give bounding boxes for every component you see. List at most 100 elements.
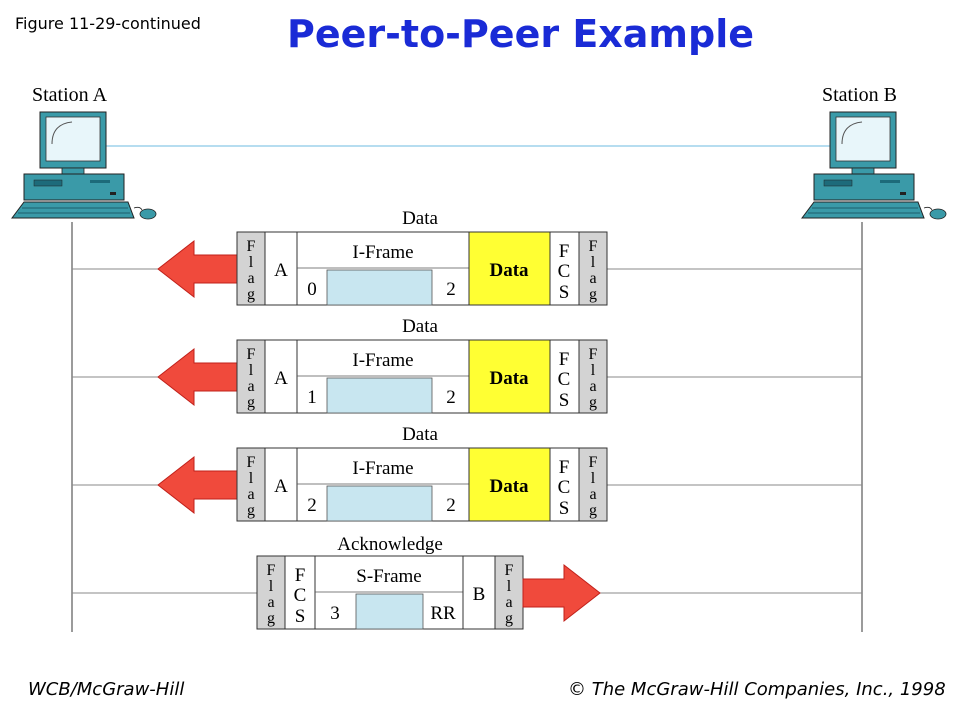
arrow-left-icon <box>157 347 239 407</box>
svg-text:1: 1 <box>307 387 317 408</box>
svg-text:Data: Data <box>489 368 529 389</box>
page-title: Peer-to-Peer Example <box>287 12 755 56</box>
svg-text:2: 2 <box>446 279 456 300</box>
svg-text:l: l <box>249 362 254 379</box>
svg-text:a: a <box>247 378 254 395</box>
fcs-field <box>549 447 580 522</box>
flag-field <box>494 555 524 630</box>
frame-caption: Data <box>402 424 438 445</box>
svg-text:g: g <box>267 610 275 627</box>
svg-text:F: F <box>267 562 276 579</box>
svg-text:F: F <box>589 454 598 471</box>
svg-text:B: B <box>473 584 486 605</box>
flag-field <box>578 231 608 306</box>
svg-text:a: a <box>247 486 254 503</box>
svg-text:RR: RR <box>430 603 456 624</box>
svg-text:2: 2 <box>446 495 456 516</box>
fcs-field <box>284 555 316 630</box>
svg-text:S: S <box>295 606 306 627</box>
arrow-left-icon <box>157 239 239 299</box>
svg-text:a: a <box>247 270 254 287</box>
svg-text:l: l <box>591 254 596 271</box>
arrow-right-icon <box>522 563 601 623</box>
svg-text:C: C <box>558 261 571 282</box>
svg-text:a: a <box>589 378 596 395</box>
i-frame-2: Data F l a g A I-Frame 1 2 Data F C S F … <box>157 316 608 414</box>
svg-text:C: C <box>558 369 571 390</box>
svg-text:g: g <box>505 610 513 627</box>
svg-text:a: a <box>505 594 512 611</box>
station-a-computer-icon <box>11 111 157 220</box>
address-field <box>264 339 298 414</box>
flag-field <box>578 447 608 522</box>
station-b-label: Station B <box>822 84 898 106</box>
flag-field <box>236 231 266 306</box>
svg-text:F: F <box>559 241 570 262</box>
s-frame-acknowledge: Acknowledge F l a g F C S S-Frame 3 RR B… <box>256 534 601 630</box>
frame-caption: Data <box>402 208 438 229</box>
svg-text:F: F <box>559 349 570 370</box>
fcs-field <box>549 231 580 306</box>
flag-field <box>256 555 286 630</box>
station-a-label: Station A <box>32 84 108 106</box>
svg-text:F: F <box>247 454 256 471</box>
svg-text:C: C <box>558 477 571 498</box>
svg-text:F: F <box>589 346 598 363</box>
svg-text:F: F <box>247 238 256 255</box>
figure-label: Figure 11-29-continued <box>15 14 201 33</box>
svg-text:l: l <box>269 578 274 595</box>
address-field <box>264 447 298 522</box>
station-b-computer-icon <box>801 111 947 220</box>
svg-text:C: C <box>294 585 307 606</box>
i-frame-1: Data F l a g A I-Frame 0 2 Data F C S F … <box>157 208 608 306</box>
flag-field <box>236 339 266 414</box>
address-field <box>264 231 298 306</box>
payload-field <box>468 231 551 306</box>
svg-text:S: S <box>559 282 570 303</box>
svg-text:2: 2 <box>307 495 317 516</box>
svg-text:S: S <box>559 390 570 411</box>
svg-text:l: l <box>507 578 512 595</box>
arrow-left-icon <box>157 455 239 515</box>
svg-text:A: A <box>274 260 288 281</box>
svg-text:l: l <box>249 470 254 487</box>
footer-publisher: WCB/McGraw-Hill <box>28 679 185 700</box>
svg-text:g: g <box>589 394 597 411</box>
svg-text:l: l <box>591 362 596 379</box>
svg-text:F: F <box>559 457 570 478</box>
svg-text:g: g <box>247 286 255 303</box>
svg-text:g: g <box>589 286 597 303</box>
svg-text:I-Frame: I-Frame <box>352 458 413 479</box>
svg-text:F: F <box>247 346 256 363</box>
svg-text:A: A <box>274 476 288 497</box>
svg-text:I-Frame: I-Frame <box>352 350 413 371</box>
svg-text:I-Frame: I-Frame <box>352 242 413 263</box>
payload-field <box>468 447 551 522</box>
svg-text:a: a <box>589 270 596 287</box>
svg-text:Data: Data <box>489 476 529 497</box>
svg-text:g: g <box>247 394 255 411</box>
svg-text:l: l <box>249 254 254 271</box>
flag-field <box>236 447 266 522</box>
svg-text:a: a <box>589 486 596 503</box>
footer-copyright: © The McGraw-Hill Companies, Inc., 1998 <box>568 679 946 700</box>
frame-caption: Data <box>402 316 438 337</box>
svg-text:0: 0 <box>307 279 317 300</box>
svg-text:Data: Data <box>489 260 529 281</box>
svg-text:A: A <box>274 368 288 389</box>
svg-text:3: 3 <box>330 603 340 624</box>
svg-text:a: a <box>267 594 274 611</box>
svg-text:2: 2 <box>446 387 456 408</box>
svg-text:l: l <box>591 470 596 487</box>
flag-field <box>578 339 608 414</box>
svg-text:F: F <box>589 238 598 255</box>
i-frame-3: Data F l a g A I-Frame 2 2 Data F C S F … <box>157 424 608 522</box>
svg-text:F: F <box>505 562 514 579</box>
svg-text:g: g <box>247 502 255 519</box>
svg-text:F: F <box>295 565 306 586</box>
svg-text:S-Frame: S-Frame <box>356 566 421 587</box>
frame-caption: Acknowledge <box>337 534 443 555</box>
svg-text:S: S <box>559 498 570 519</box>
address-field <box>462 555 496 630</box>
